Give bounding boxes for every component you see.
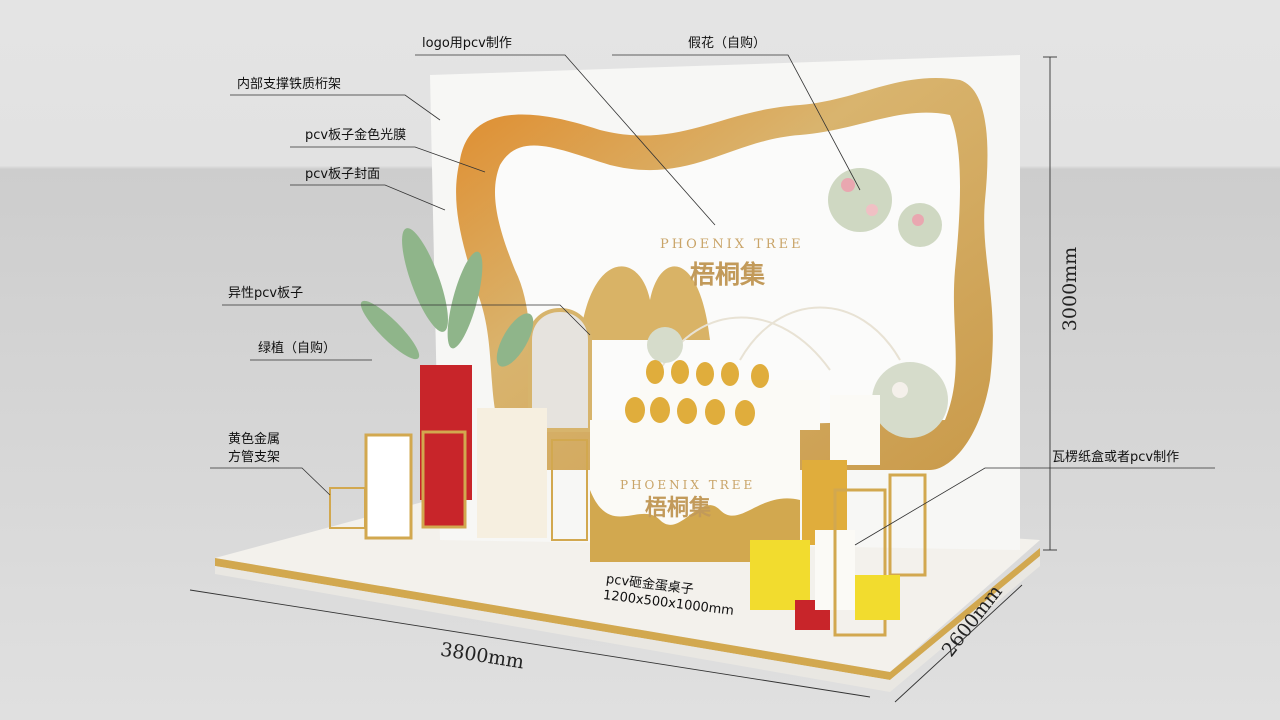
egg-table	[590, 360, 820, 562]
dimension-lines	[189, 56, 1057, 703]
gold-frame-stand-4	[888, 473, 927, 577]
green-plant	[360, 228, 534, 367]
gold-frame-stand-1	[329, 487, 366, 529]
yellow-small-box	[855, 575, 900, 620]
gold-frame-stand-2	[551, 439, 588, 541]
dimension-height: 3000mm	[1059, 246, 1082, 332]
leader-lines	[210, 54, 1215, 546]
label-fake-flowers: 假花（自购）	[688, 36, 767, 51]
gold-hills	[580, 266, 710, 340]
yellow-gift-box	[750, 540, 810, 610]
red-pillar	[421, 430, 467, 529]
label-gold-film: pcv板子金色光膜	[305, 128, 407, 143]
label-metal-stand-2: 方管支架	[228, 450, 281, 465]
label-metal-stand-1: 黄色金属	[228, 432, 281, 447]
label-plants: 绿植（自购）	[258, 341, 337, 356]
striped-box	[477, 408, 547, 538]
gold-frame-stand-3	[833, 488, 887, 637]
table-logo-cn: 梧桐集	[645, 495, 712, 521]
label-cover: pcv板子封面	[305, 167, 381, 182]
label-cardboard-box: 瓦楞纸盒或者pcv制作	[1052, 450, 1180, 465]
backdrop-logo-en: PHOENIX TREE	[660, 237, 804, 252]
table-logo-en: PHOENIX TREE	[620, 478, 756, 492]
fake-flowers	[647, 168, 948, 438]
label-logo: logo用pcv制作	[422, 36, 512, 51]
backdrop-logo-cn: 梧桐集	[690, 260, 766, 289]
white-box-right	[830, 395, 880, 465]
label-truss: 内部支撑铁质桁架	[237, 77, 342, 92]
label-shaped-board: 异性pcv板子	[228, 286, 304, 301]
white-pillar-1	[364, 433, 413, 540]
